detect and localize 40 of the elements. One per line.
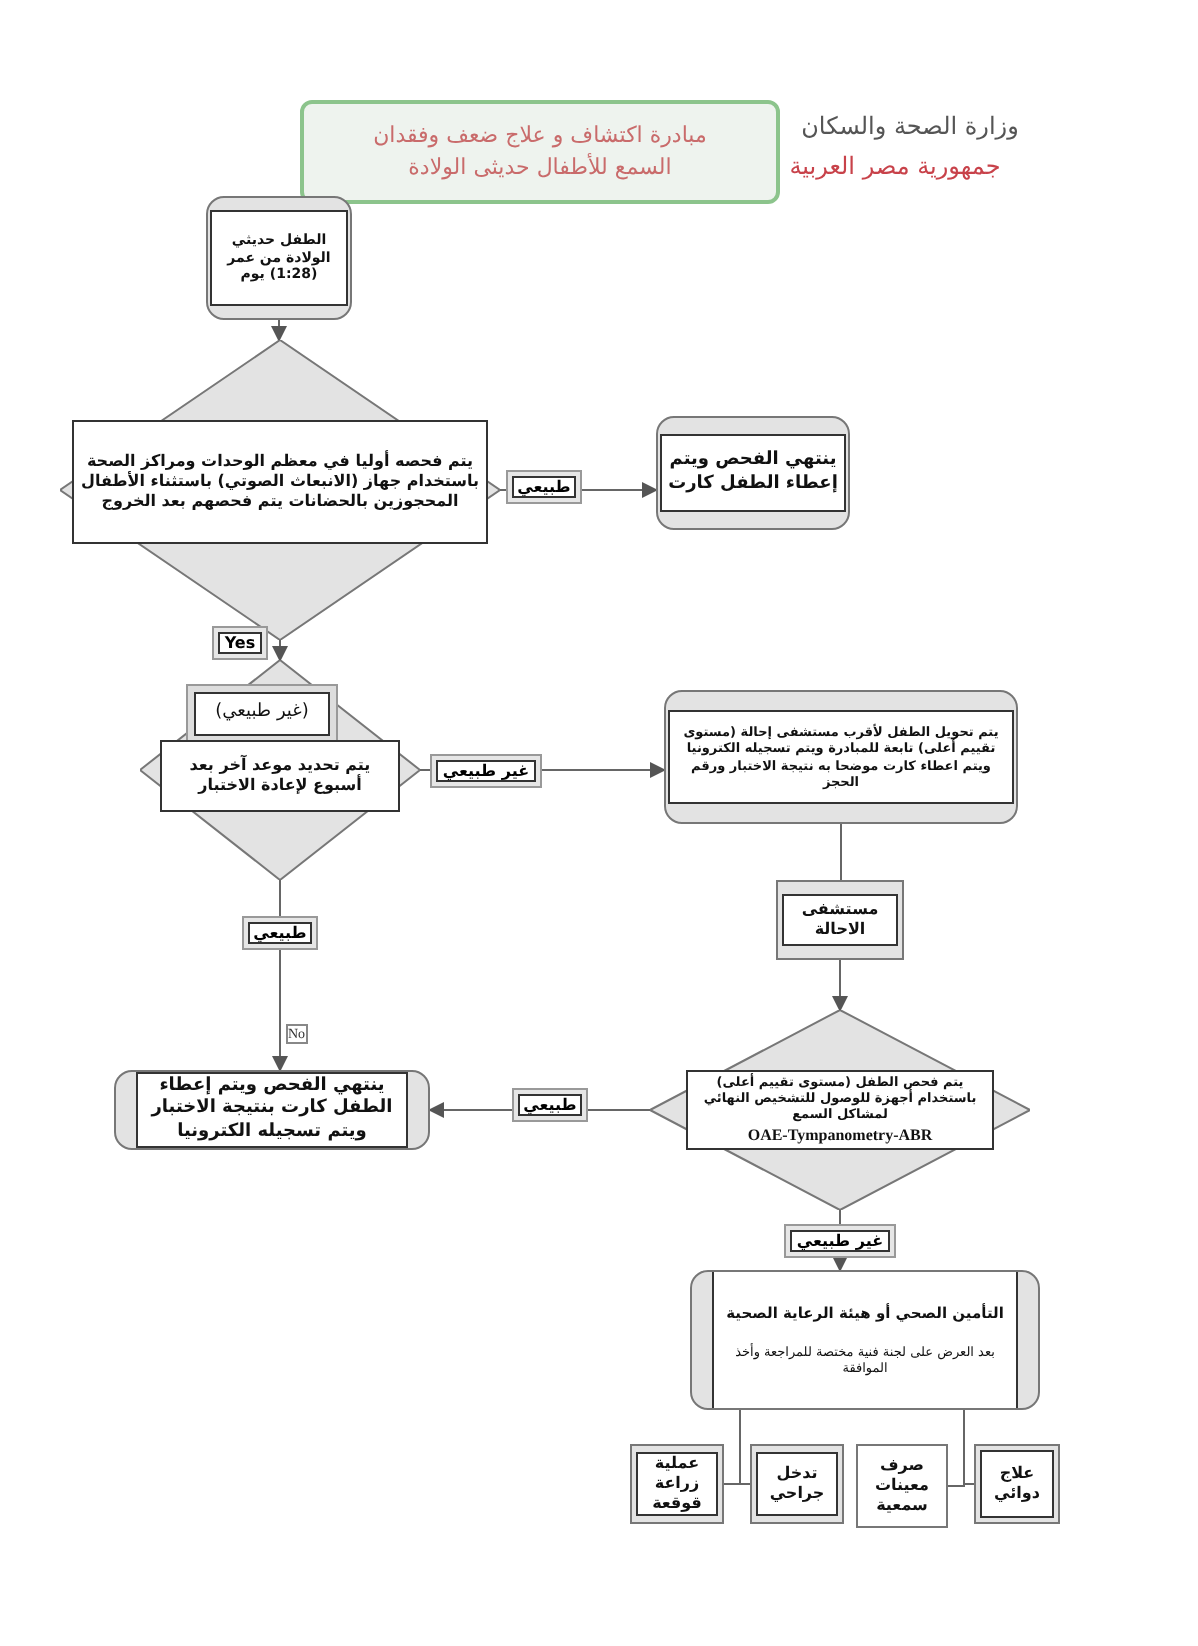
header-text: وزارة الصحة والسكان: [800, 112, 1020, 140]
node-text: يتم تحديد موعد آخر بعد أسبوع لإعادة الاختبار: [187, 756, 373, 796]
node-text: مبادرة اكتشاف و علاج ضعف وفقدان السمع للأطفال حديثى الولادة: [371, 119, 709, 184]
node-text: ينتهي الفحص ويتم إعطاء الطفل كارت: [668, 450, 838, 496]
arrow: [271, 319, 287, 342]
tag-label: (غير طبيعي): [215, 702, 309, 726]
node-text: تدخل جراحي: [767, 1464, 827, 1504]
arrow: [832, 959, 848, 1012]
terminal-box: [114, 1070, 430, 1150]
node-text: ينتهي الفحص ويتم إعطاء الطفل كارت بنتيجة الاختبار ويتم تسجيله الكترونيا: [148, 1076, 395, 1144]
edge-label: طبيعي: [505, 469, 583, 503]
edge-label: طبيعي: [511, 1087, 589, 1121]
node-text: OAE-Tympanometry-ABR: [747, 1126, 933, 1147]
process-box: [856, 1444, 948, 1528]
edge-label: غير طبيعي: [784, 1223, 896, 1257]
edge-label: غير طبيعي: [430, 753, 542, 787]
process-box: [974, 1444, 1060, 1524]
node-text: عملية زراعة قوقعة: [650, 1454, 704, 1514]
connector-line: [963, 1409, 975, 1485]
node-text: صرف معينات سمعية: [872, 1456, 932, 1516]
edge-label: Yes: [212, 625, 268, 659]
arrow: [272, 639, 288, 662]
decision-diamond: [140, 660, 420, 880]
terminal-box: [206, 196, 352, 320]
terminal-box: [656, 416, 850, 530]
decision-diamond: [650, 1010, 1030, 1210]
terminal-box: [664, 690, 1018, 824]
header-text: جمهورية مصر العربية: [787, 152, 1003, 180]
node-text: مستشفى الاحالة: [799, 900, 881, 940]
process-box: [750, 1444, 844, 1524]
connector-line: [840, 823, 842, 881]
node-text: يتم فحصه أوليا في معظم الوحدات ومراكز الصحة باستخدام جهاز (الانبعاث الصوتي) باستثناء الأطفال المحجوزين بالحضانات يتم فحصهم بعد الخروج: [80, 452, 480, 512]
connector-line: [739, 1409, 751, 1485]
edge-label: طبيعي: [241, 915, 319, 949]
node-text: علاج دوائي: [992, 1464, 1042, 1504]
process-box: [690, 1270, 1040, 1410]
process-box: [776, 880, 904, 960]
decision-diamond: [60, 340, 500, 640]
process-box: [630, 1444, 724, 1524]
banner-box: [300, 100, 780, 204]
